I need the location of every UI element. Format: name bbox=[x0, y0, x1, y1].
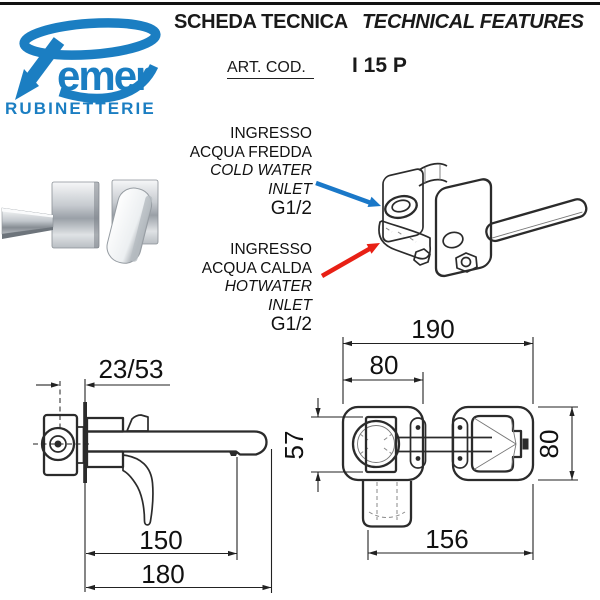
aerator-mark bbox=[229, 451, 238, 456]
valve-circle bbox=[40, 426, 76, 462]
svg-text:156: 156 bbox=[425, 524, 468, 554]
right-plate bbox=[451, 405, 535, 482]
hot-water-label: INGRESSO ACQUA CALDA HOTWATER INLET G1/2 bbox=[155, 241, 312, 335]
dim-aerator-reach: 150 bbox=[86, 457, 238, 560]
cold-inlet-port bbox=[384, 194, 418, 220]
article-code-label: ART. COD. bbox=[227, 59, 314, 79]
photo-spout-unit bbox=[1, 181, 100, 249]
handle-top-profile bbox=[126, 414, 149, 432]
dim-lower-span: 156 bbox=[367, 484, 534, 560]
product-photo bbox=[1, 179, 159, 264]
iso-spout bbox=[485, 198, 588, 243]
svg-text:23/53: 23/53 bbox=[98, 354, 163, 384]
dim-plate-height: 80 bbox=[534, 406, 578, 481]
logo-stem bbox=[24, 37, 65, 84]
top-rule bbox=[0, 2, 600, 5]
hot-inlet-arrow bbox=[320, 243, 380, 278]
remer-logo: emer RUBINETTERIE bbox=[2, 6, 170, 118]
photo-plate-edge bbox=[94, 182, 99, 248]
svg-text:180: 180 bbox=[141, 559, 184, 589]
hot-line-2: ACQUA CALDA bbox=[201, 259, 312, 277]
svg-text:80: 80 bbox=[534, 430, 564, 459]
logo-tail-arc bbox=[58, 63, 159, 103]
hot-inlet-port bbox=[442, 231, 464, 249]
svg-text:190: 190 bbox=[411, 314, 454, 344]
cold-water-label: INGRESSO ACQUA FREDDA COLD WATER INLET G… bbox=[155, 125, 312, 219]
handle-top-view bbox=[361, 481, 413, 528]
logo-arrow-foot bbox=[15, 69, 39, 100]
photo-spout-highlight bbox=[2, 208, 53, 218]
isometric-drawing bbox=[378, 162, 588, 278]
photo-lever-edge bbox=[130, 195, 153, 262]
flange-left bbox=[409, 417, 427, 469]
front-view-drawing: 190 80 57 bbox=[279, 314, 578, 560]
photo-spout-underside bbox=[2, 227, 53, 239]
cold-line-2: ACQUA FREDDA bbox=[189, 143, 312, 161]
article-code-value: I 15 P bbox=[352, 54, 407, 77]
wall-line bbox=[83, 402, 87, 483]
svg-text:57: 57 bbox=[279, 431, 309, 460]
spout-profile bbox=[85, 430, 268, 456]
cold-line-1: INGRESSO bbox=[230, 125, 312, 142]
dim-wall-offset: 23/53 bbox=[36, 354, 170, 388]
hot-line-3: HOTWATER bbox=[224, 278, 312, 295]
cartridge-circle bbox=[351, 419, 401, 469]
cold-line-3: COLD WATER bbox=[210, 162, 312, 179]
title-italian: SCHEDA TECNICA bbox=[174, 11, 348, 33]
spout-outlet-mark bbox=[522, 438, 529, 450]
dim-overall-width: 190 bbox=[342, 314, 534, 404]
cold-thread-size: G1/2 bbox=[270, 198, 312, 219]
photo-handle-unit bbox=[106, 179, 159, 264]
dim-body-height: 57 bbox=[279, 398, 363, 492]
hot-thread-size: G1/2 bbox=[270, 314, 312, 335]
hot-line-4: INLET bbox=[268, 296, 312, 314]
logo-wordmark: emer bbox=[57, 52, 151, 99]
cartridge-housing bbox=[364, 415, 398, 474]
cold-inlet-arrow bbox=[315, 180, 381, 207]
lever-profile bbox=[122, 454, 154, 526]
title-english: TECHNICAL FEATURES bbox=[362, 11, 584, 33]
logo-subtitle: RUBINETTERIE bbox=[5, 99, 156, 118]
dim-plate-width: 80 bbox=[343, 350, 424, 404]
remer-logo-mark: emer RUBINETTERIE bbox=[5, 18, 161, 118]
valve-body bbox=[378, 220, 432, 260]
side-view-drawing: 23/53 150 180 bbox=[33, 354, 273, 593]
svg-text:150: 150 bbox=[139, 525, 182, 555]
dim-total-reach: 180 bbox=[86, 449, 273, 593]
spout-top-view bbox=[470, 414, 523, 473]
left-plate bbox=[341, 405, 425, 482]
cold-line-4: INLET bbox=[268, 180, 312, 198]
svg-text:80: 80 bbox=[370, 350, 399, 380]
logo-swoosh-ellipse bbox=[19, 18, 161, 60]
hot-line-1: INGRESSO bbox=[230, 241, 312, 258]
